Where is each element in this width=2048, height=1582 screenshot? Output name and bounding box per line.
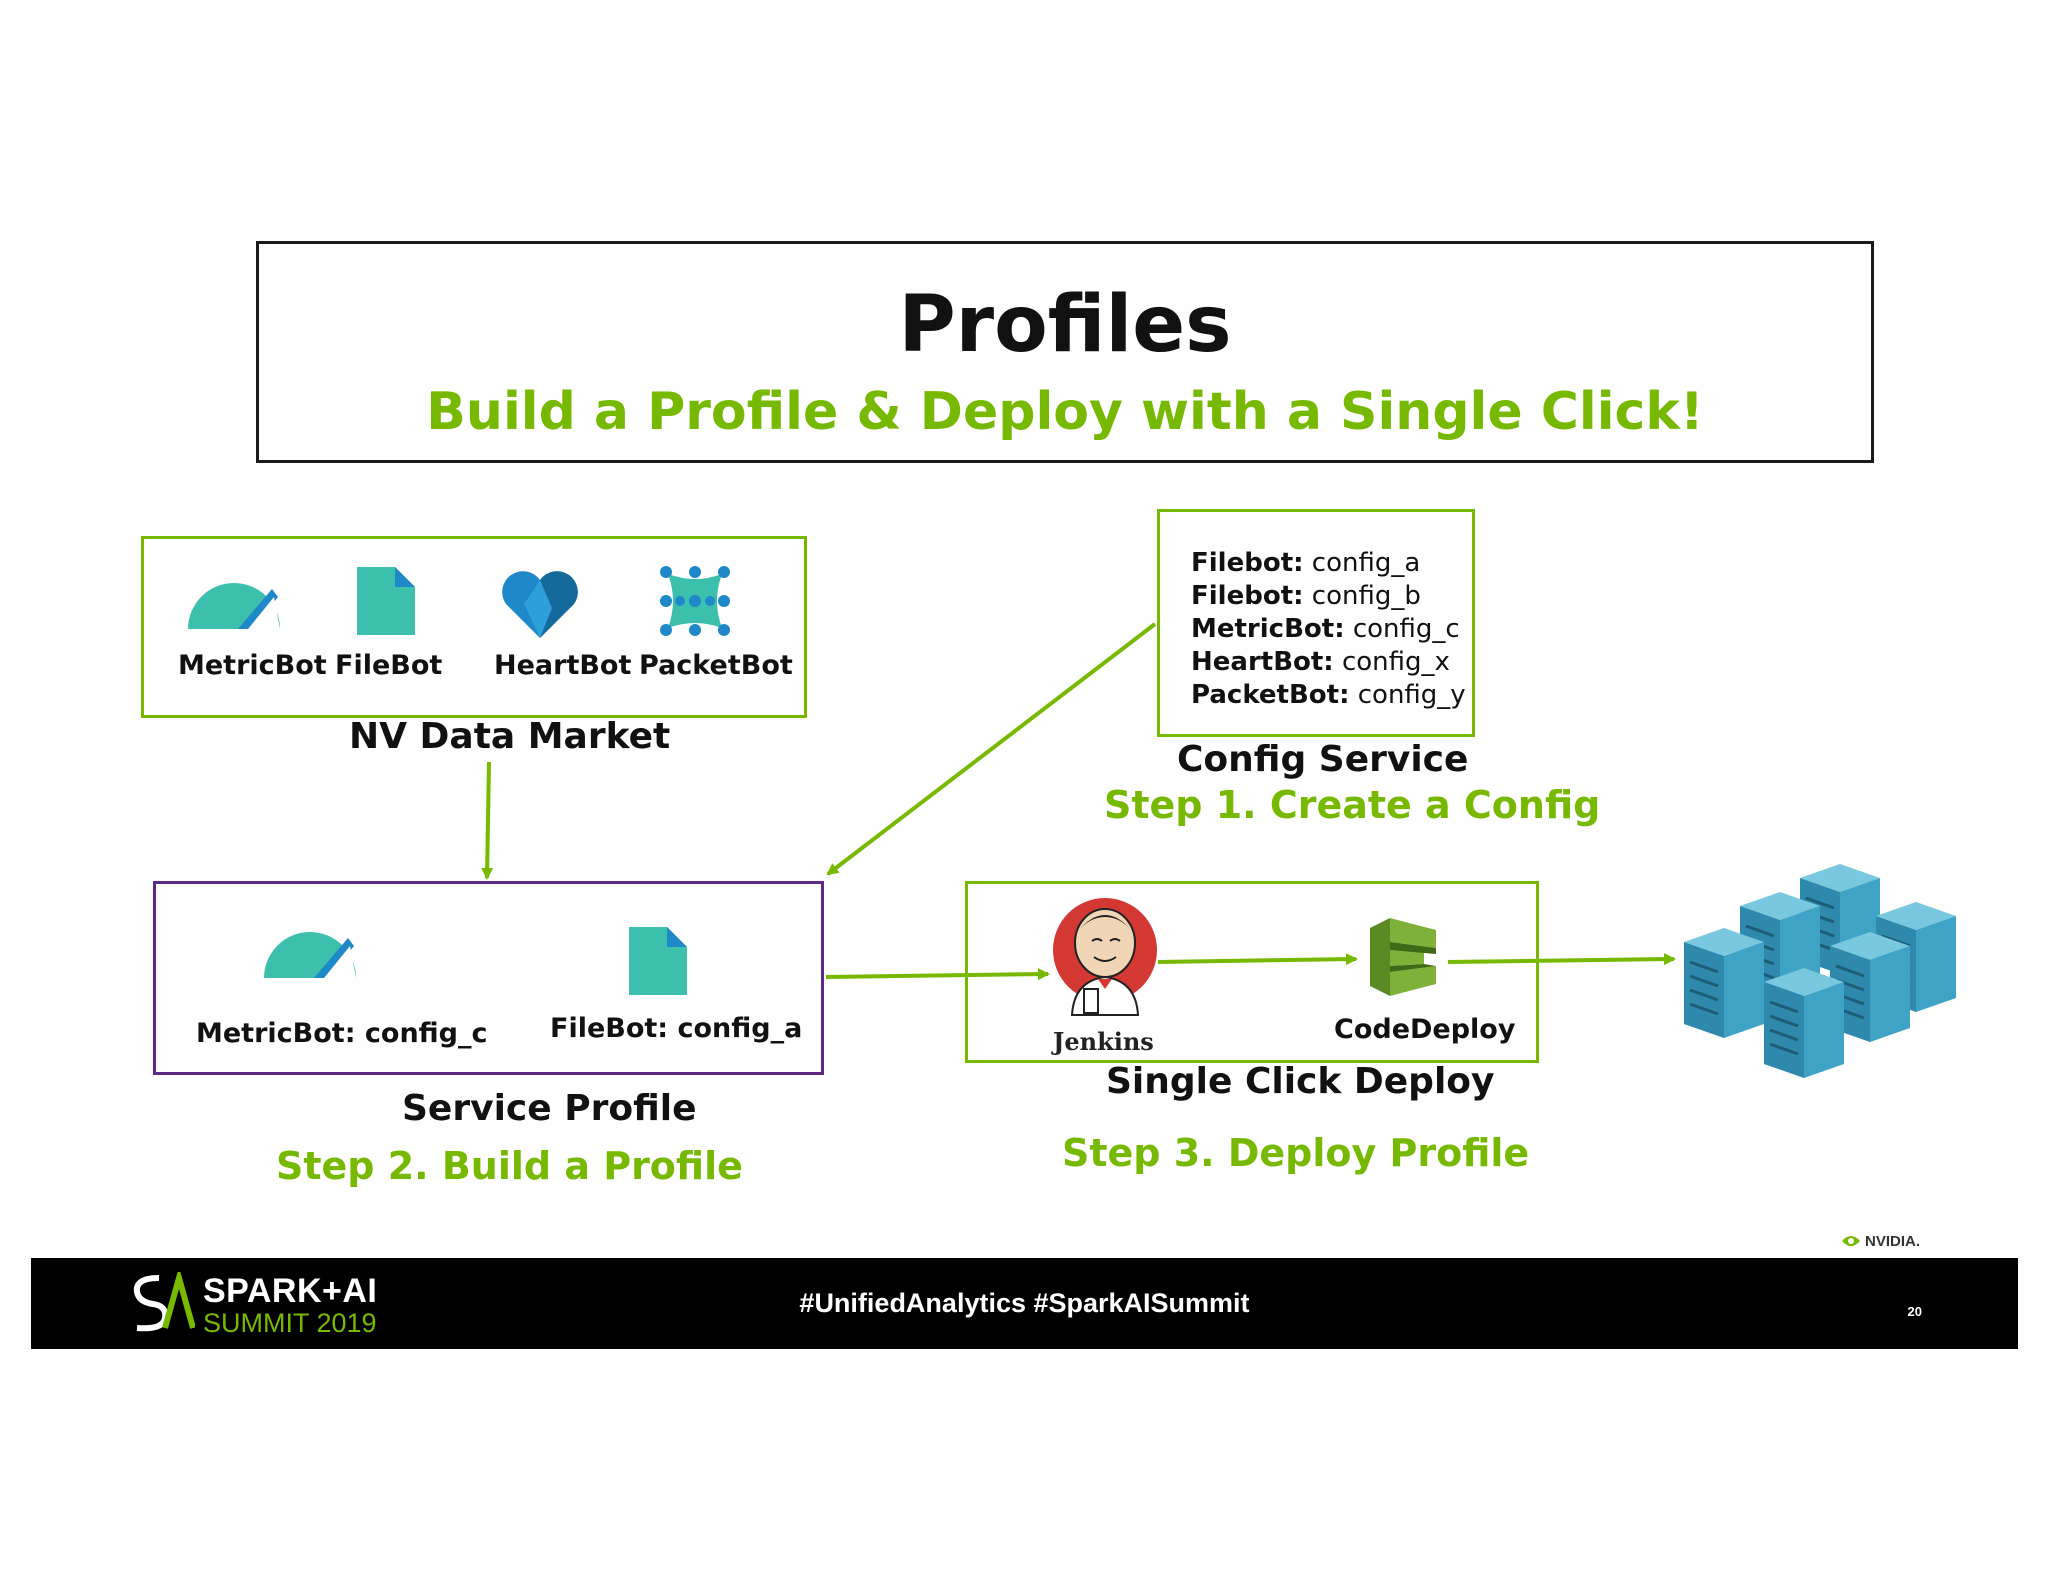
arrow-codedeploy-to-servers xyxy=(1447,953,1676,966)
config-service-caption: Config Service xyxy=(1177,739,1469,780)
deploy-box xyxy=(965,881,1539,1063)
deploy-caption: Single Click Deploy xyxy=(1106,1061,1495,1102)
packetbot-label: PacketBot xyxy=(639,650,793,681)
service-profile-box xyxy=(153,881,824,1075)
title-box: Profiles Build a Profile & Deploy with a… xyxy=(256,241,1874,463)
config-entry: Filebot: config_a xyxy=(1191,548,1421,578)
jenkins-label: Jenkins xyxy=(1053,1027,1154,1056)
spark-ai-logo-icon xyxy=(133,1272,195,1332)
nvidia-logo-text: NVIDIA. xyxy=(1865,1233,1921,1250)
config-entry: PacketBot: config_y xyxy=(1191,680,1466,710)
slide-subtitle: Build a Profile & Deploy with a Single C… xyxy=(426,382,1704,442)
arrow-jenkins-to-codedeploy xyxy=(1157,953,1358,966)
step-3-label: Step 3. Deploy Profile xyxy=(1062,1131,1530,1175)
step-2-label: Step 2. Build a Profile xyxy=(276,1144,743,1188)
footer-hashtags: #UnifiedAnalytics #SparkAISummit xyxy=(799,1288,1250,1318)
arrow-profile-to-jenkins xyxy=(825,968,1050,981)
service-profile-caption: Service Profile xyxy=(402,1088,697,1129)
data-market-caption: NV Data Market xyxy=(349,716,671,757)
heartbot-label: HeartBot xyxy=(494,650,632,681)
filebot-label: FileBot xyxy=(335,650,443,681)
metricbot-label: MetricBot xyxy=(178,650,327,681)
config-entry: HeartBot: config_x xyxy=(1191,647,1450,677)
page-number: 20 xyxy=(1907,1304,1922,1319)
network-icon xyxy=(660,566,730,636)
heart-icon xyxy=(502,571,578,638)
codedeploy-label: CodeDeploy xyxy=(1334,1014,1516,1045)
arrow-config-to-profile xyxy=(826,622,1157,876)
slide-title: Profiles xyxy=(898,280,1232,370)
jenkins-icon xyxy=(1053,898,1157,1016)
config-service-box xyxy=(1157,509,1475,737)
arrow-market-to-profile xyxy=(481,761,494,880)
step-1-label: Step 1. Create a Config xyxy=(1104,783,1601,827)
profile-metricbot-label: MetricBot: config_c xyxy=(196,1018,488,1049)
config-entry: Filebot: config_b xyxy=(1191,581,1421,611)
file-icon xyxy=(629,927,687,995)
config-entry: MetricBot: config_c xyxy=(1191,614,1460,644)
logo-summit-2019: SUMMIT 2019 xyxy=(203,1308,377,1338)
file-icon xyxy=(357,567,415,635)
codedeploy-icon xyxy=(1370,918,1436,996)
nvidia-logo-icon xyxy=(1842,1236,1860,1246)
config-list: Filebot: config_a Filebot: config_b Metr… xyxy=(1191,547,1466,712)
profile-filebot-label: FileBot: config_a xyxy=(550,1013,803,1044)
gauge-icon xyxy=(188,583,280,629)
gauge-icon xyxy=(264,932,356,978)
footer-bar: SPARK+AI SUMMIT 2019 #UnifiedAnalytics #… xyxy=(31,1258,2018,1349)
data-market-box xyxy=(141,536,807,718)
logo-spark-ai: SPARK+AI xyxy=(203,1272,378,1310)
